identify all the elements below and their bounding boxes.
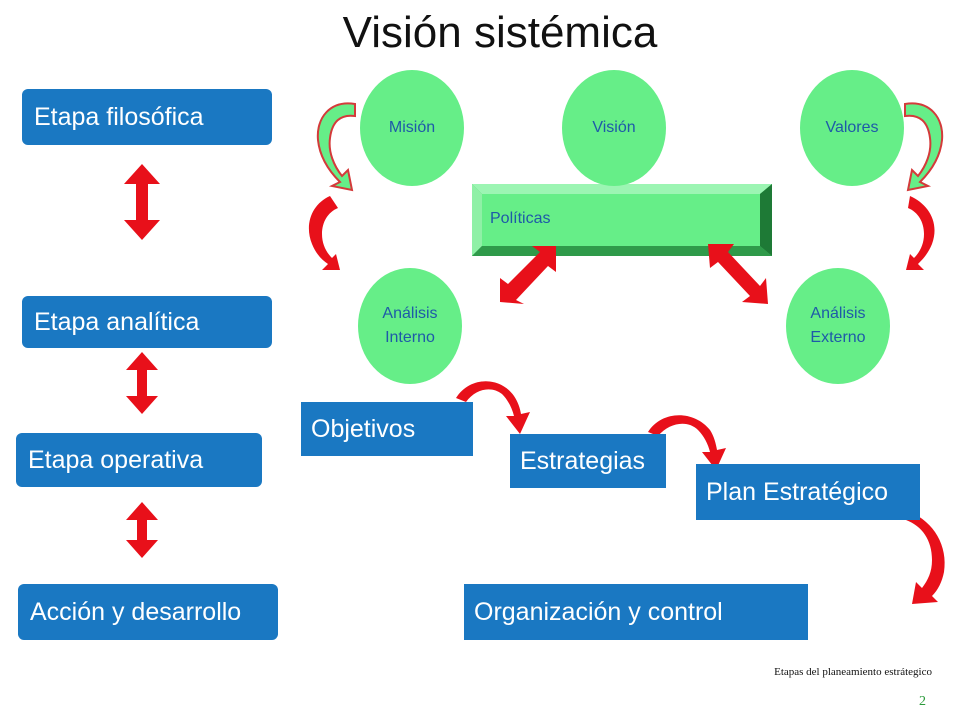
double-arrow-diagonal-left	[500, 246, 556, 304]
analisis-externo-line-1: Análisis	[810, 305, 866, 322]
curved-arrow-green-right	[904, 102, 944, 192]
slide-title: Visión sistémica	[342, 8, 658, 57]
circle-analisis-externo-label: Análisis Externo	[810, 302, 865, 350]
circle-vision-label: Visión	[592, 119, 636, 136]
box-organizacion-control: Organización y control	[464, 584, 808, 640]
circle-valores: Valores	[800, 70, 904, 186]
circle-analisis-interno: Análisis Interno	[358, 268, 462, 384]
page-number: 2	[919, 694, 926, 709]
double-arrow-vertical-3	[126, 502, 158, 558]
circle-analisis-interno-label: Análisis Interno	[382, 302, 437, 350]
stage-filosofica: Etapa filosófica	[22, 89, 272, 145]
curved-arrow-estrategias-plan	[648, 415, 726, 470]
curved-arrow-green-left	[316, 102, 356, 192]
double-arrow-vertical-1	[124, 164, 160, 240]
caption: Etapas del planeamiento estrátegico	[774, 666, 932, 678]
stage-accion: Acción y desarrollo	[18, 584, 278, 640]
circle-valores-label: Valores	[825, 119, 879, 136]
stage-operativa: Etapa operativa	[16, 433, 262, 487]
curved-arrow-red-left	[308, 196, 340, 270]
circle-analisis-externo: Análisis Externo	[786, 268, 890, 384]
box-estrategias: Estrategias	[510, 434, 666, 488]
double-arrow-diagonal-right	[708, 244, 768, 304]
box-objetivos: Objetivos	[301, 402, 473, 456]
circle-mision: Misión	[360, 70, 464, 186]
circle-mision-label: Misión	[388, 119, 436, 136]
circle-vision: Visión	[562, 70, 666, 186]
box-plan-estrategico: Plan Estratégico	[696, 464, 920, 520]
stage-analitica: Etapa analítica	[22, 296, 272, 348]
analisis-interno-line-1: Análisis	[382, 305, 438, 322]
curved-arrow-plan-organizacion	[906, 512, 945, 604]
analisis-interno-line-2: Interno	[385, 329, 435, 346]
curved-arrow-red-right	[906, 196, 935, 270]
politicas-label: Políticas	[490, 210, 551, 227]
curved-arrow-objetivos-estrategias	[456, 381, 530, 434]
analisis-externo-line-2: Externo	[810, 329, 866, 346]
double-arrow-vertical-2	[126, 352, 158, 414]
